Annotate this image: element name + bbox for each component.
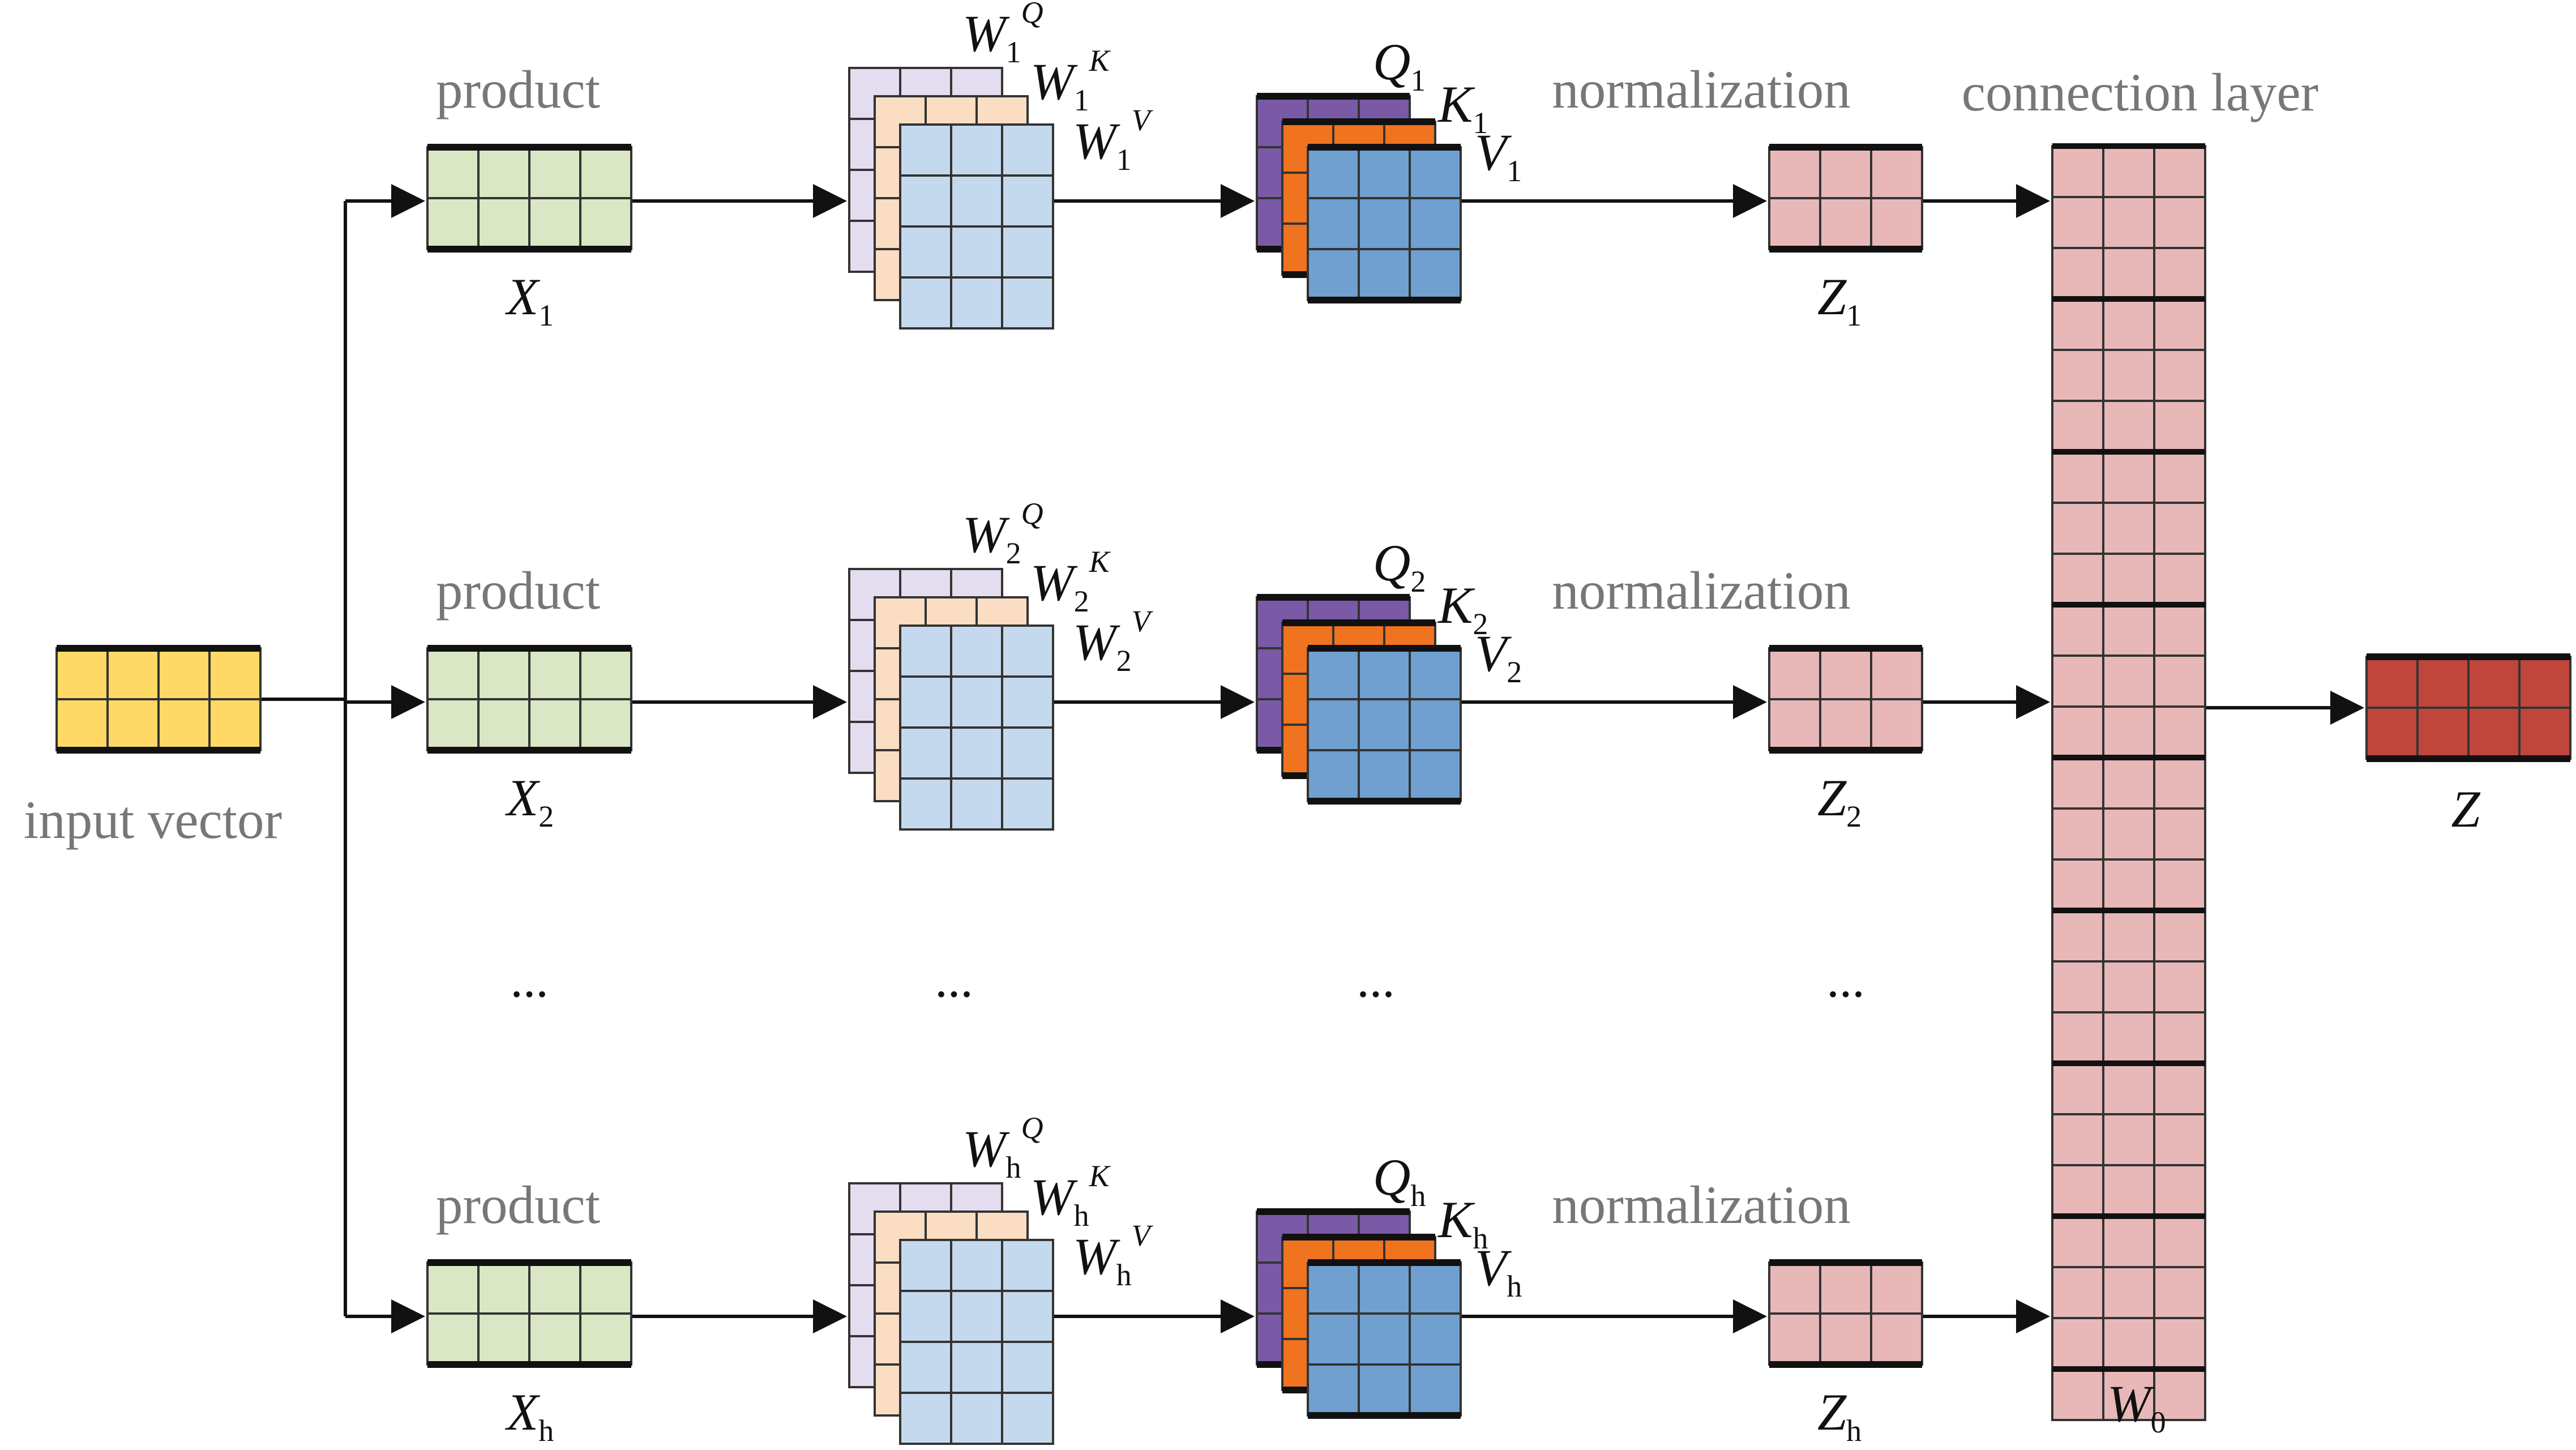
- product-label-3: product: [436, 1175, 600, 1235]
- connection-layer-label: connection layer: [1962, 62, 2318, 122]
- x-label-1: X1: [504, 268, 554, 332]
- normalization-label-2: normalization: [1552, 561, 1851, 621]
- x-label-3: Xh: [504, 1383, 554, 1448]
- product-label-1: product: [436, 59, 600, 119]
- ellipsis-z: ...: [1826, 952, 1865, 1008]
- weight-v-matrix-2: [899, 625, 1054, 831]
- wv-label-1: W1V: [1073, 103, 1154, 177]
- k-label-1: K1: [1437, 75, 1488, 140]
- q-label-2: Q2: [1373, 534, 1426, 598]
- input-vector-label: input vector: [24, 790, 282, 850]
- ellipsis-qkv: ...: [1357, 952, 1395, 1008]
- v-label-3: Vh: [1475, 1239, 1522, 1303]
- w0-label: W0: [2107, 1375, 2166, 1439]
- normalization-label-3: normalization: [1552, 1175, 1851, 1235]
- q-label-1: Q1: [1373, 33, 1426, 97]
- v-label-1: V1: [1475, 123, 1522, 188]
- product-matrix-1: [426, 144, 632, 253]
- product-matrix-2: [426, 645, 632, 754]
- wv-label-3: WhV: [1073, 1218, 1154, 1292]
- product-matrix-3: [426, 1259, 632, 1368]
- weight-v-matrix-1: [899, 123, 1054, 330]
- z-label-1: Z1: [1817, 268, 1862, 332]
- output-z-matrix: [2365, 653, 2571, 762]
- connector-lines: [260, 184, 2364, 1333]
- connection-layer-matrix: [2051, 145, 2206, 1421]
- z-matrix-3: [1768, 1259, 1923, 1368]
- v-matrix-3: [1307, 1259, 1462, 1419]
- output-z-label: Z: [2451, 780, 2480, 838]
- x-label-2: X2: [504, 769, 554, 833]
- normalization-label-1: normalization: [1552, 59, 1851, 119]
- z-matrix-2: [1768, 645, 1923, 754]
- wq-label-2: W2Q: [962, 497, 1043, 570]
- wk-label-3: WhK: [1030, 1159, 1111, 1233]
- ellipsis-weights: ...: [935, 952, 973, 1008]
- input-vector-matrix: [55, 645, 262, 754]
- wk-label-2: W2K: [1030, 545, 1111, 618]
- z-label-3: Zh: [1817, 1383, 1862, 1448]
- wq-label-1: W1Q: [962, 0, 1043, 69]
- v-matrix-1: [1307, 144, 1462, 303]
- ellipsis-product: ...: [510, 952, 549, 1008]
- k-label-2: K2: [1437, 576, 1488, 641]
- z-matrix-1: [1768, 144, 1923, 253]
- wv-label-2: W2V: [1073, 604, 1154, 678]
- weight-v-matrix-3: [899, 1239, 1054, 1445]
- k-label-3: Kh: [1437, 1191, 1488, 1255]
- v-label-2: V2: [1475, 625, 1522, 689]
- q-label-3: Qh: [1373, 1148, 1426, 1213]
- wq-label-3: WhQ: [962, 1111, 1043, 1184]
- v-matrix-2: [1307, 645, 1462, 805]
- matrix-blocks: [55, 67, 2571, 1445]
- z-label-2: Z2: [1817, 769, 1862, 833]
- wk-label-1: W1K: [1030, 44, 1111, 117]
- product-label-2: product: [436, 561, 600, 621]
